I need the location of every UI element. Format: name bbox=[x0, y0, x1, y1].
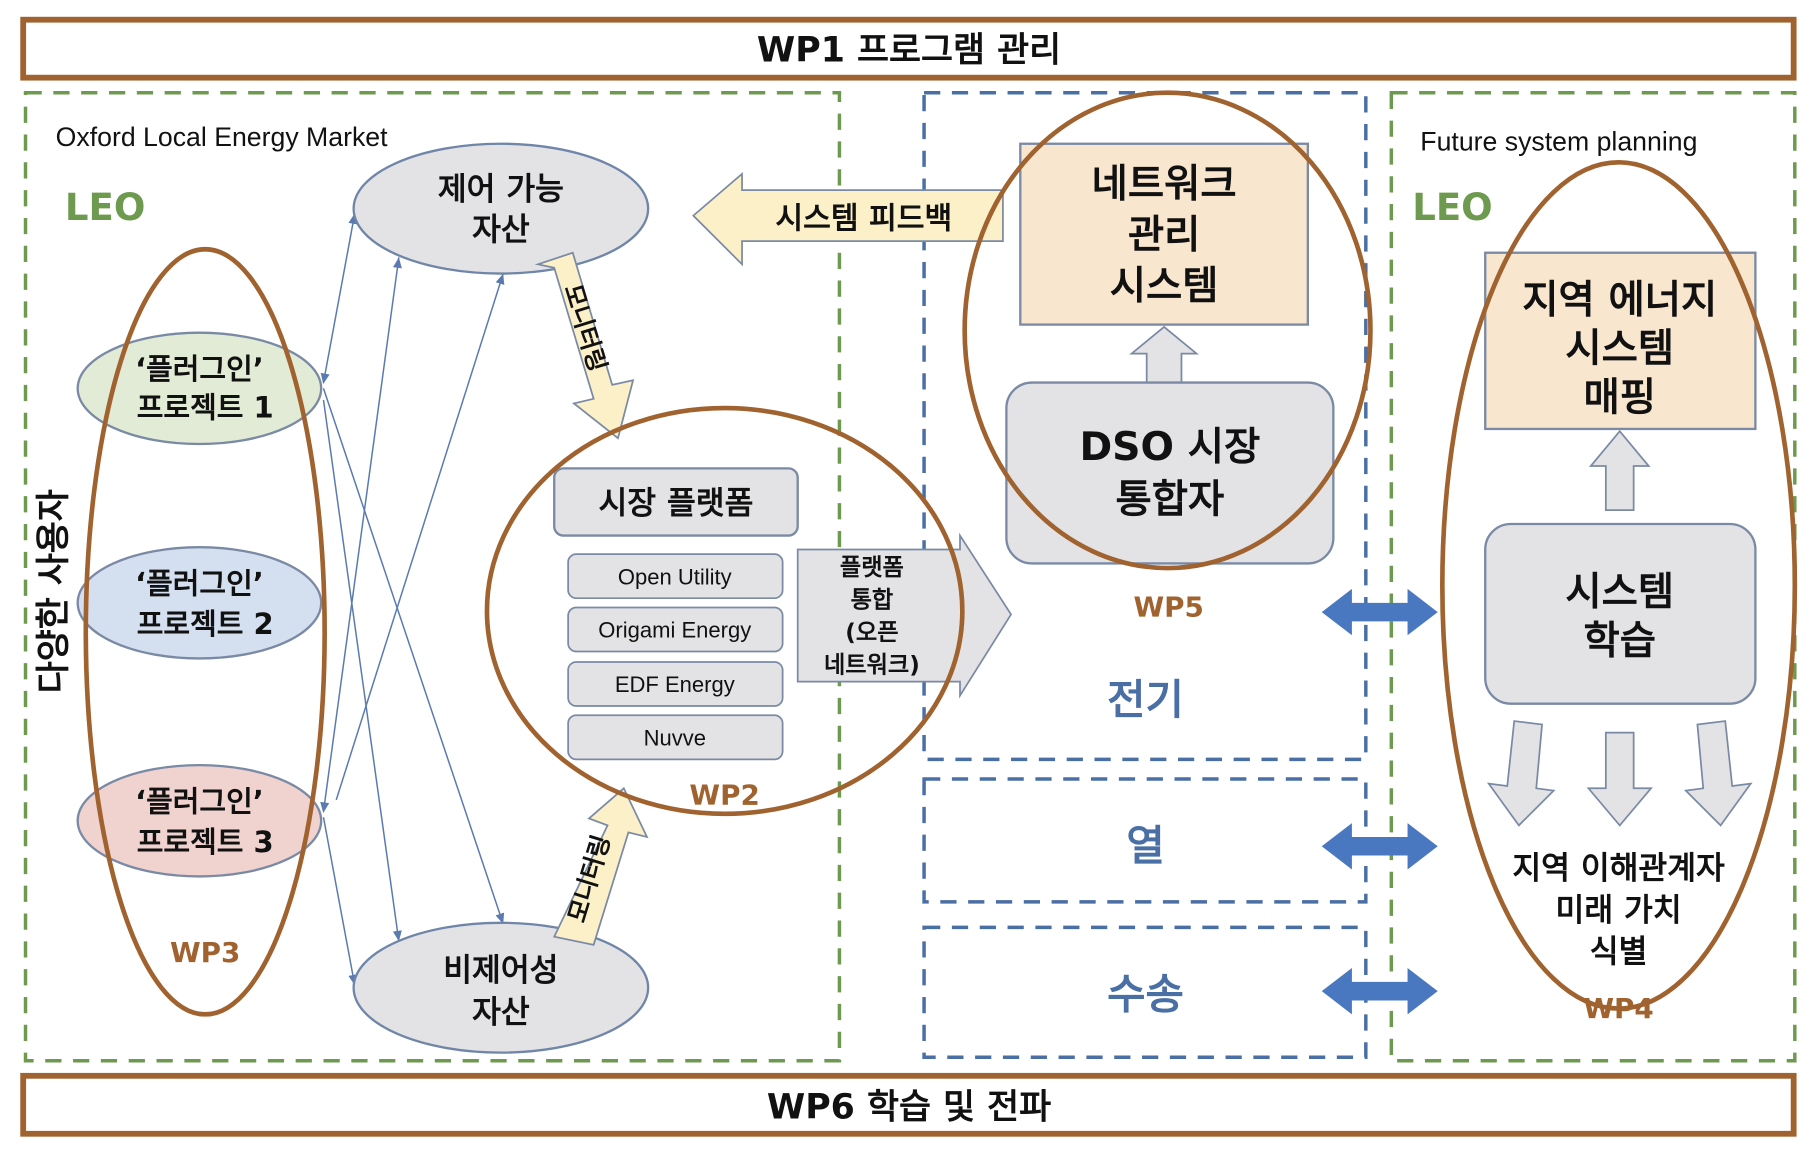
uncontrollable-line2: 자산 bbox=[472, 994, 530, 1030]
wp6-title: WP6 학습 및 전파 bbox=[767, 1088, 1051, 1128]
controllable-assets: 제어 가능 자산 bbox=[352, 142, 650, 275]
integration-line4: 네트워크) bbox=[824, 651, 920, 678]
network-management-system: 네트워크 관리 시스템 bbox=[1019, 142, 1310, 326]
platform-origami-energy: Origami Energy bbox=[598, 618, 751, 643]
double-arrow-icon bbox=[1321, 967, 1438, 1015]
outcome-line3: 식별 bbox=[1590, 934, 1648, 970]
outcome-line2: 미래 가치 bbox=[1556, 892, 1682, 928]
wp5-ellipse bbox=[962, 90, 1373, 571]
mapping-line2: 시스템 bbox=[1565, 326, 1674, 372]
project-3: ‘플러그인’ 프로젝트 3 bbox=[76, 763, 323, 878]
nms-line1: 네트워크 bbox=[1092, 161, 1237, 207]
leo-label-left: LEO bbox=[65, 186, 145, 229]
future-planning-label: Future system planning bbox=[1420, 127, 1697, 157]
connector-line bbox=[320, 257, 402, 813]
down-arrow-icon bbox=[1683, 720, 1753, 827]
local-energy-mapping: 지역 에너지 시스템 매핑 bbox=[1484, 251, 1757, 431]
up-arrow-icon bbox=[1588, 429, 1651, 511]
nms-line2: 관리 bbox=[1128, 212, 1201, 258]
outcome-line1: 지역 이해관계자 bbox=[1512, 851, 1725, 887]
electricity-label: 전기 bbox=[1107, 675, 1184, 724]
monitoring-arrow-up: 모니터링 bbox=[552, 786, 649, 946]
controllable-line2: 자산 bbox=[472, 212, 530, 248]
wp4-label: WP4 bbox=[1583, 992, 1653, 1025]
connector-line bbox=[322, 817, 358, 986]
wp2-ellipse bbox=[484, 405, 965, 817]
up-arrow-icon bbox=[1129, 325, 1199, 384]
integration-line3: (오픈 bbox=[845, 619, 898, 646]
leo-label-right: LEO bbox=[1412, 186, 1492, 229]
nms-line3: 시스템 bbox=[1110, 263, 1219, 309]
users-label: 다양한 사용자 bbox=[34, 489, 74, 693]
market-platform: 시장 플랫폼 bbox=[553, 467, 799, 537]
connector-line bbox=[320, 213, 358, 385]
transport-label: 수송 bbox=[1107, 970, 1184, 1019]
platform-list: Open Utility Origami Energy EDF Energy N… bbox=[567, 553, 784, 761]
integration-line2: 통합 bbox=[851, 586, 894, 613]
wp1-bar: WP1 프로그램 관리 bbox=[20, 16, 1797, 81]
market-platform-label: 시장 플랫폼 bbox=[599, 486, 754, 522]
stakeholder-value: 지역 이해관계자 미래 가치 식별 bbox=[1512, 851, 1725, 970]
oxford-lem-label: Oxford Local Energy Market bbox=[56, 122, 388, 152]
double-arrow-icon bbox=[1321, 823, 1438, 870]
wp2-label: WP2 bbox=[689, 779, 759, 812]
project-2-line1: ‘플러그인’ bbox=[135, 567, 264, 601]
uncontrollable-line1: 비제어성 bbox=[443, 953, 558, 989]
project-1-line2: 프로젝트 1 bbox=[137, 390, 274, 424]
mapping-line3: 매핑 bbox=[1583, 374, 1656, 420]
wp6-bar: WP6 학습 및 전파 bbox=[20, 1072, 1797, 1137]
wp4-ellipse bbox=[1440, 159, 1798, 1011]
connector-line bbox=[335, 273, 505, 801]
dso-market-integrator: DSO 시장 통합자 bbox=[1005, 381, 1335, 565]
connector-line bbox=[322, 399, 402, 942]
system-feedback-label: 시스템 피드백 bbox=[775, 201, 952, 236]
down-arrow-icon bbox=[1586, 731, 1653, 827]
system-learning: 시스템 학습 bbox=[1484, 522, 1757, 705]
uncontrollable-assets: 비제어성 자산 bbox=[352, 921, 650, 1054]
dso-line2: 통합자 bbox=[1115, 476, 1224, 522]
system-feedback-arrow: 시스템 피드백 bbox=[692, 172, 1004, 267]
wp1-title: WP1 프로그램 관리 bbox=[757, 30, 1061, 70]
platform-integration-arrow: 플랫폼 통합 (오픈 네트워크) bbox=[796, 532, 1013, 699]
wp5-label: WP5 bbox=[1134, 591, 1204, 624]
platform-open-utility: Open Utility bbox=[618, 564, 732, 589]
heat-label: 열 bbox=[1126, 821, 1164, 870]
learning-line1: 시스템 bbox=[1565, 569, 1674, 615]
monitoring-top-label: 모니터링 bbox=[559, 281, 613, 375]
project-2-line2: 프로젝트 2 bbox=[137, 607, 274, 641]
project-1-line1: ‘플러그인’ bbox=[135, 352, 264, 386]
platform-nuvve: Nuvve bbox=[644, 725, 706, 750]
project-1: ‘플러그인’ 프로젝트 1 bbox=[76, 331, 323, 446]
dso-line1: DSO 시장 bbox=[1079, 424, 1260, 470]
future-planning-region bbox=[1389, 91, 1797, 1063]
platform-edf-energy: EDF Energy bbox=[615, 672, 735, 697]
asset-connections bbox=[320, 213, 505, 986]
controllable-line1: 제어 가능 bbox=[438, 171, 564, 207]
monitoring-arrow-down: 모니터링 bbox=[534, 251, 635, 440]
wp3-label: WP3 bbox=[170, 936, 240, 969]
connector-line bbox=[322, 388, 505, 925]
wp3-ellipse bbox=[83, 246, 327, 1017]
integration-line1: 플랫폼 bbox=[840, 554, 904, 581]
learning-line2: 학습 bbox=[1583, 618, 1656, 664]
project-3-line1: ‘플러그인’ bbox=[135, 784, 264, 818]
double-arrow-icon bbox=[1321, 588, 1438, 636]
project-3-line2: 프로젝트 3 bbox=[137, 825, 274, 859]
mapping-line1: 지역 에너지 bbox=[1522, 277, 1717, 323]
project-2: ‘플러그인’ 프로젝트 2 bbox=[76, 546, 323, 660]
down-arrow-icon bbox=[1486, 720, 1556, 827]
